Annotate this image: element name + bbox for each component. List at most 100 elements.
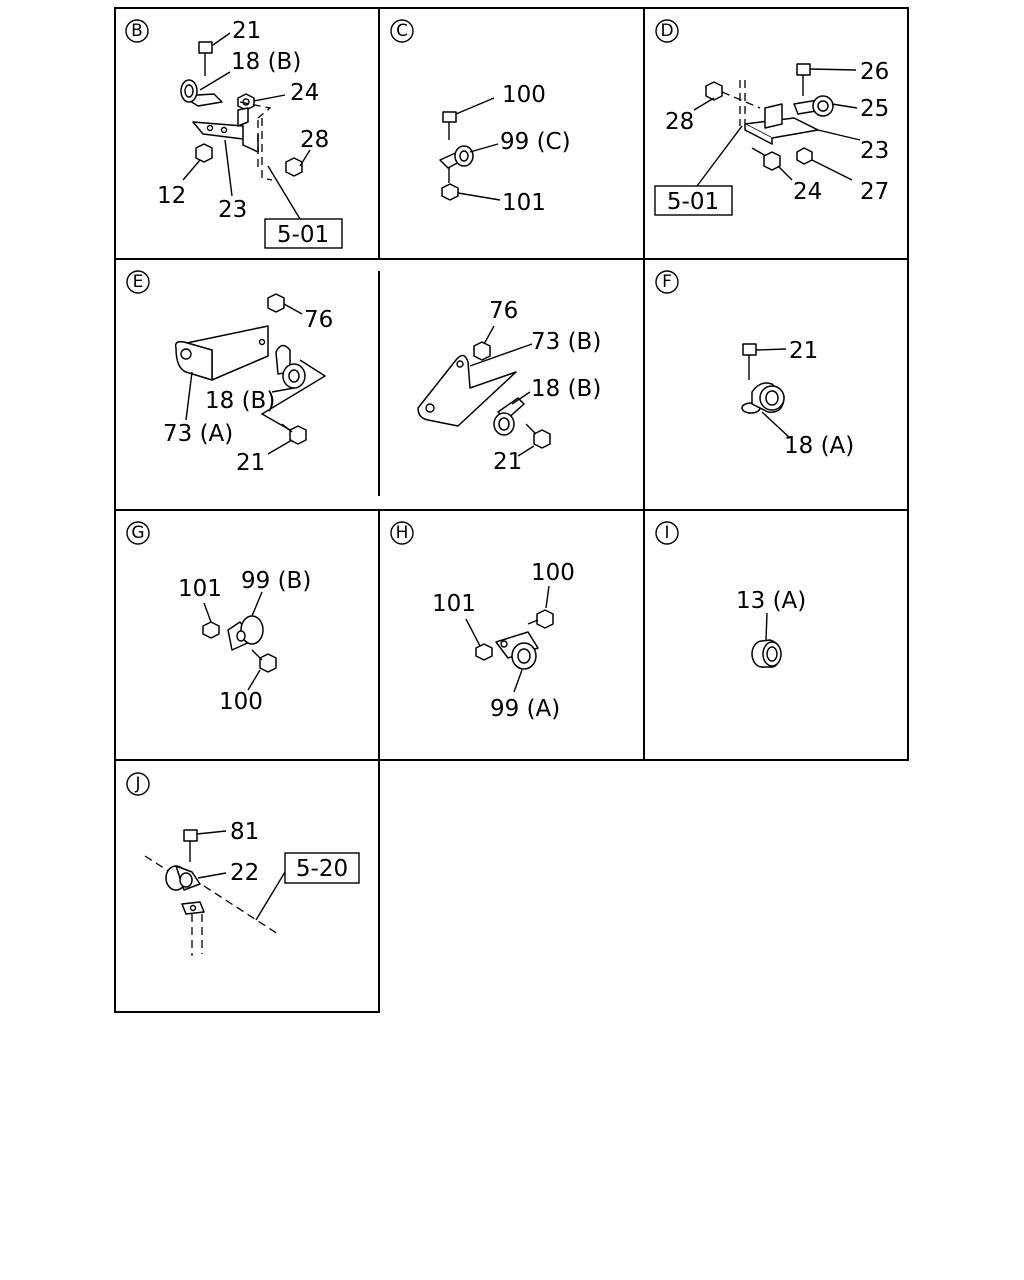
nut-28-part bbox=[285, 157, 303, 177]
label-76-right: 76 bbox=[489, 298, 518, 324]
clip-25-part bbox=[793, 95, 834, 117]
bolt-21-e-part bbox=[281, 423, 307, 445]
clip-99b-part bbox=[227, 615, 264, 651]
clip-18a-part bbox=[741, 382, 785, 414]
panel-j: J 81 22 5-20 bbox=[126, 772, 360, 956]
nut-27-part bbox=[796, 147, 813, 165]
section-letter-f: F bbox=[662, 272, 672, 292]
label-27: 27 bbox=[860, 179, 889, 205]
section-letter-i: I bbox=[664, 523, 669, 543]
section-letter-c: C bbox=[396, 21, 408, 41]
section-letter-e: E bbox=[133, 272, 144, 292]
section-letter-b: B bbox=[131, 21, 143, 41]
ref-label-5-01-d[interactable]: 5-01 bbox=[667, 189, 719, 215]
ref-box-5-01-d[interactable] bbox=[654, 185, 733, 216]
label-24d: 24 bbox=[793, 179, 822, 205]
nut-101-part bbox=[441, 183, 459, 201]
section-marker-b bbox=[125, 19, 149, 43]
section-marker-f bbox=[655, 270, 679, 294]
label-28: 28 bbox=[300, 127, 329, 153]
section-marker-j bbox=[126, 772, 150, 796]
label-18b-left: 18 (B) bbox=[205, 388, 275, 414]
bolt-21-part bbox=[198, 41, 213, 76]
panel-e: E 76 18 (B) 73 (A) 21 bbox=[126, 270, 601, 476]
panel-c: C 100 99 (C) 101 bbox=[390, 19, 571, 216]
label-18b-right: 18 (B) bbox=[531, 376, 601, 402]
section-marker-h bbox=[390, 521, 414, 545]
clip-18b-part bbox=[180, 79, 223, 107]
label-99c: 99 (C) bbox=[500, 129, 571, 155]
bolt-100-g-part bbox=[251, 649, 277, 673]
bolt-100-part bbox=[442, 111, 457, 140]
nut-28d-part bbox=[705, 81, 723, 101]
ref-box-5-01[interactable] bbox=[264, 218, 343, 249]
panel-f: F 21 18 (A) bbox=[655, 270, 854, 459]
nut-76-part bbox=[267, 293, 285, 313]
ref-box-5-20[interactable] bbox=[284, 852, 360, 884]
section-marker-i bbox=[655, 521, 679, 545]
bracket-73b-part bbox=[417, 354, 517, 427]
label-73a: 73 (A) bbox=[163, 421, 233, 447]
label-100: 100 bbox=[502, 82, 546, 108]
label-101-h: 101 bbox=[432, 591, 476, 617]
label-101: 101 bbox=[502, 190, 546, 216]
clip-18b-e-part bbox=[275, 344, 306, 389]
panel-b: B bbox=[125, 18, 343, 249]
label-25: 25 bbox=[860, 96, 889, 122]
label-76-left: 76 bbox=[304, 307, 333, 333]
label-21: 21 bbox=[232, 18, 261, 44]
bracket-73a-part bbox=[174, 325, 269, 381]
label-81: 81 bbox=[230, 819, 259, 845]
nut-76-right-part bbox=[473, 341, 491, 361]
bolt-100-h-part bbox=[527, 609, 554, 629]
label-12: 12 bbox=[157, 183, 186, 209]
section-letter-j: J bbox=[134, 774, 140, 794]
label-23: 23 bbox=[218, 197, 247, 223]
bolt-26-part bbox=[796, 63, 811, 96]
nut-101-h-part bbox=[475, 643, 493, 661]
label-99a: 99 (A) bbox=[490, 696, 560, 722]
clip-99a-part bbox=[495, 631, 539, 670]
label-100-h: 100 bbox=[531, 560, 575, 586]
label-23d: 23 bbox=[860, 138, 889, 164]
label-21-right: 21 bbox=[493, 449, 522, 475]
panel-grid bbox=[114, 7, 909, 1013]
frame-bracket-part bbox=[181, 901, 205, 956]
panel-i: I 13 (A) bbox=[655, 521, 806, 668]
clip-99c-part bbox=[439, 145, 474, 169]
section-marker-e bbox=[126, 270, 150, 294]
label-73b: 73 (B) bbox=[531, 329, 601, 355]
section-letter-g: G bbox=[131, 523, 144, 543]
nut-101-g-part bbox=[202, 621, 220, 639]
clip-22-part bbox=[165, 865, 201, 891]
bracket-23d-part bbox=[744, 103, 819, 145]
section-marker-g bbox=[126, 521, 150, 545]
grommet-13a-part bbox=[751, 639, 782, 668]
bracket-23-part bbox=[192, 107, 259, 153]
label-22: 22 bbox=[230, 860, 259, 886]
label-28d: 28 bbox=[665, 109, 694, 135]
bolt-81-part bbox=[183, 829, 198, 862]
section-marker-c bbox=[390, 19, 414, 43]
ref-label-5-20[interactable]: 5-20 bbox=[296, 856, 348, 882]
label-18b: 18 (B) bbox=[231, 49, 301, 75]
section-marker-d bbox=[655, 19, 679, 43]
panel-g: G 101 99 (B) 100 bbox=[126, 521, 311, 715]
nut-12-part bbox=[195, 143, 213, 163]
section-letter-h: H bbox=[396, 523, 409, 543]
label-18a: 18 (A) bbox=[784, 433, 854, 459]
section-letter-d: D bbox=[660, 21, 673, 41]
ref-label-5-01[interactable]: 5-01 bbox=[277, 222, 329, 248]
panel-h: H 100 101 99 (A) bbox=[390, 521, 575, 722]
label-13a: 13 (A) bbox=[736, 588, 806, 614]
label-26: 26 bbox=[860, 59, 889, 85]
clip-18b-right-part bbox=[493, 397, 525, 436]
bolt-24d-part bbox=[751, 147, 781, 171]
panel-d: D bbox=[654, 19, 889, 216]
label-24: 24 bbox=[290, 80, 319, 106]
bolt-21-f-part bbox=[742, 343, 757, 380]
label-99b: 99 (B) bbox=[241, 568, 311, 594]
label-21-f: 21 bbox=[789, 338, 818, 364]
label-101-g: 101 bbox=[178, 576, 222, 602]
